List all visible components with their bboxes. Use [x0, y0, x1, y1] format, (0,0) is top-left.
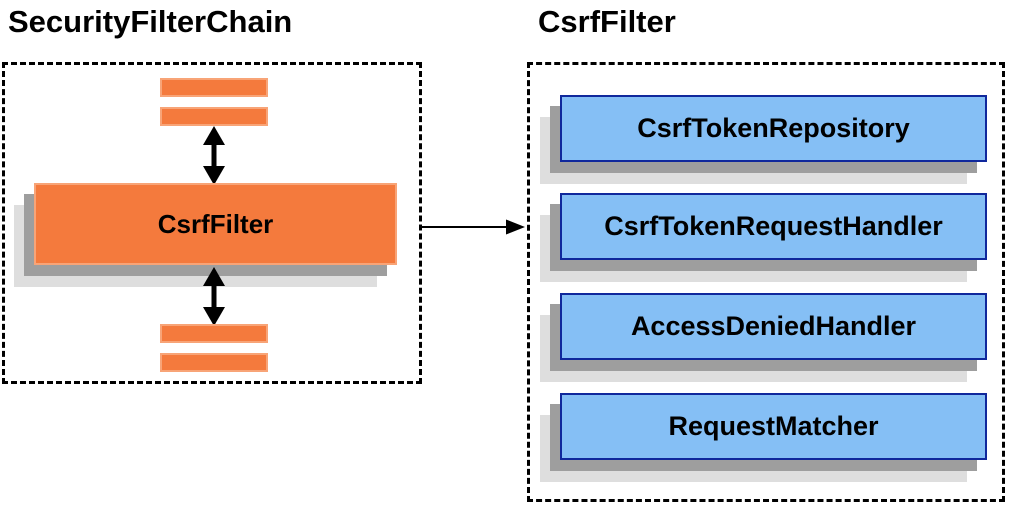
filter-bar	[160, 78, 268, 97]
filter-bar	[160, 324, 268, 343]
csrf-token-repository-label: CsrfTokenRepository	[637, 113, 910, 143]
csrf-filter-node: CsrfFilter	[34, 183, 397, 265]
csrf-token-request-handler-label: CsrfTokenRequestHandler	[604, 211, 943, 241]
csrf-filter-panel	[527, 62, 1005, 502]
csrf-filter-node-label: CsrfFilter	[157, 208, 274, 239]
filter-bar	[160, 353, 268, 372]
security-filter-chain-title: SecurityFilterChain	[8, 4, 293, 39]
request-matcher-node: RequestMatcher	[560, 393, 987, 460]
security-filter-chain-panel	[2, 62, 422, 384]
request-matcher-label: RequestMatcher	[668, 411, 879, 441]
csrf-token-request-handler-node: CsrfTokenRequestHandler	[560, 193, 987, 260]
double-arrow-icon	[203, 267, 225, 326]
access-denied-handler-node: AccessDeniedHandler	[560, 293, 987, 360]
flow-arrow-icon	[422, 219, 525, 235]
filter-bar	[160, 107, 268, 126]
csrf-filter-title: CsrfFilter	[538, 4, 676, 39]
double-arrow-icon	[203, 126, 225, 185]
access-denied-handler-label: AccessDeniedHandler	[630, 311, 917, 341]
csrf-token-repository-node: CsrfTokenRepository	[560, 95, 987, 162]
